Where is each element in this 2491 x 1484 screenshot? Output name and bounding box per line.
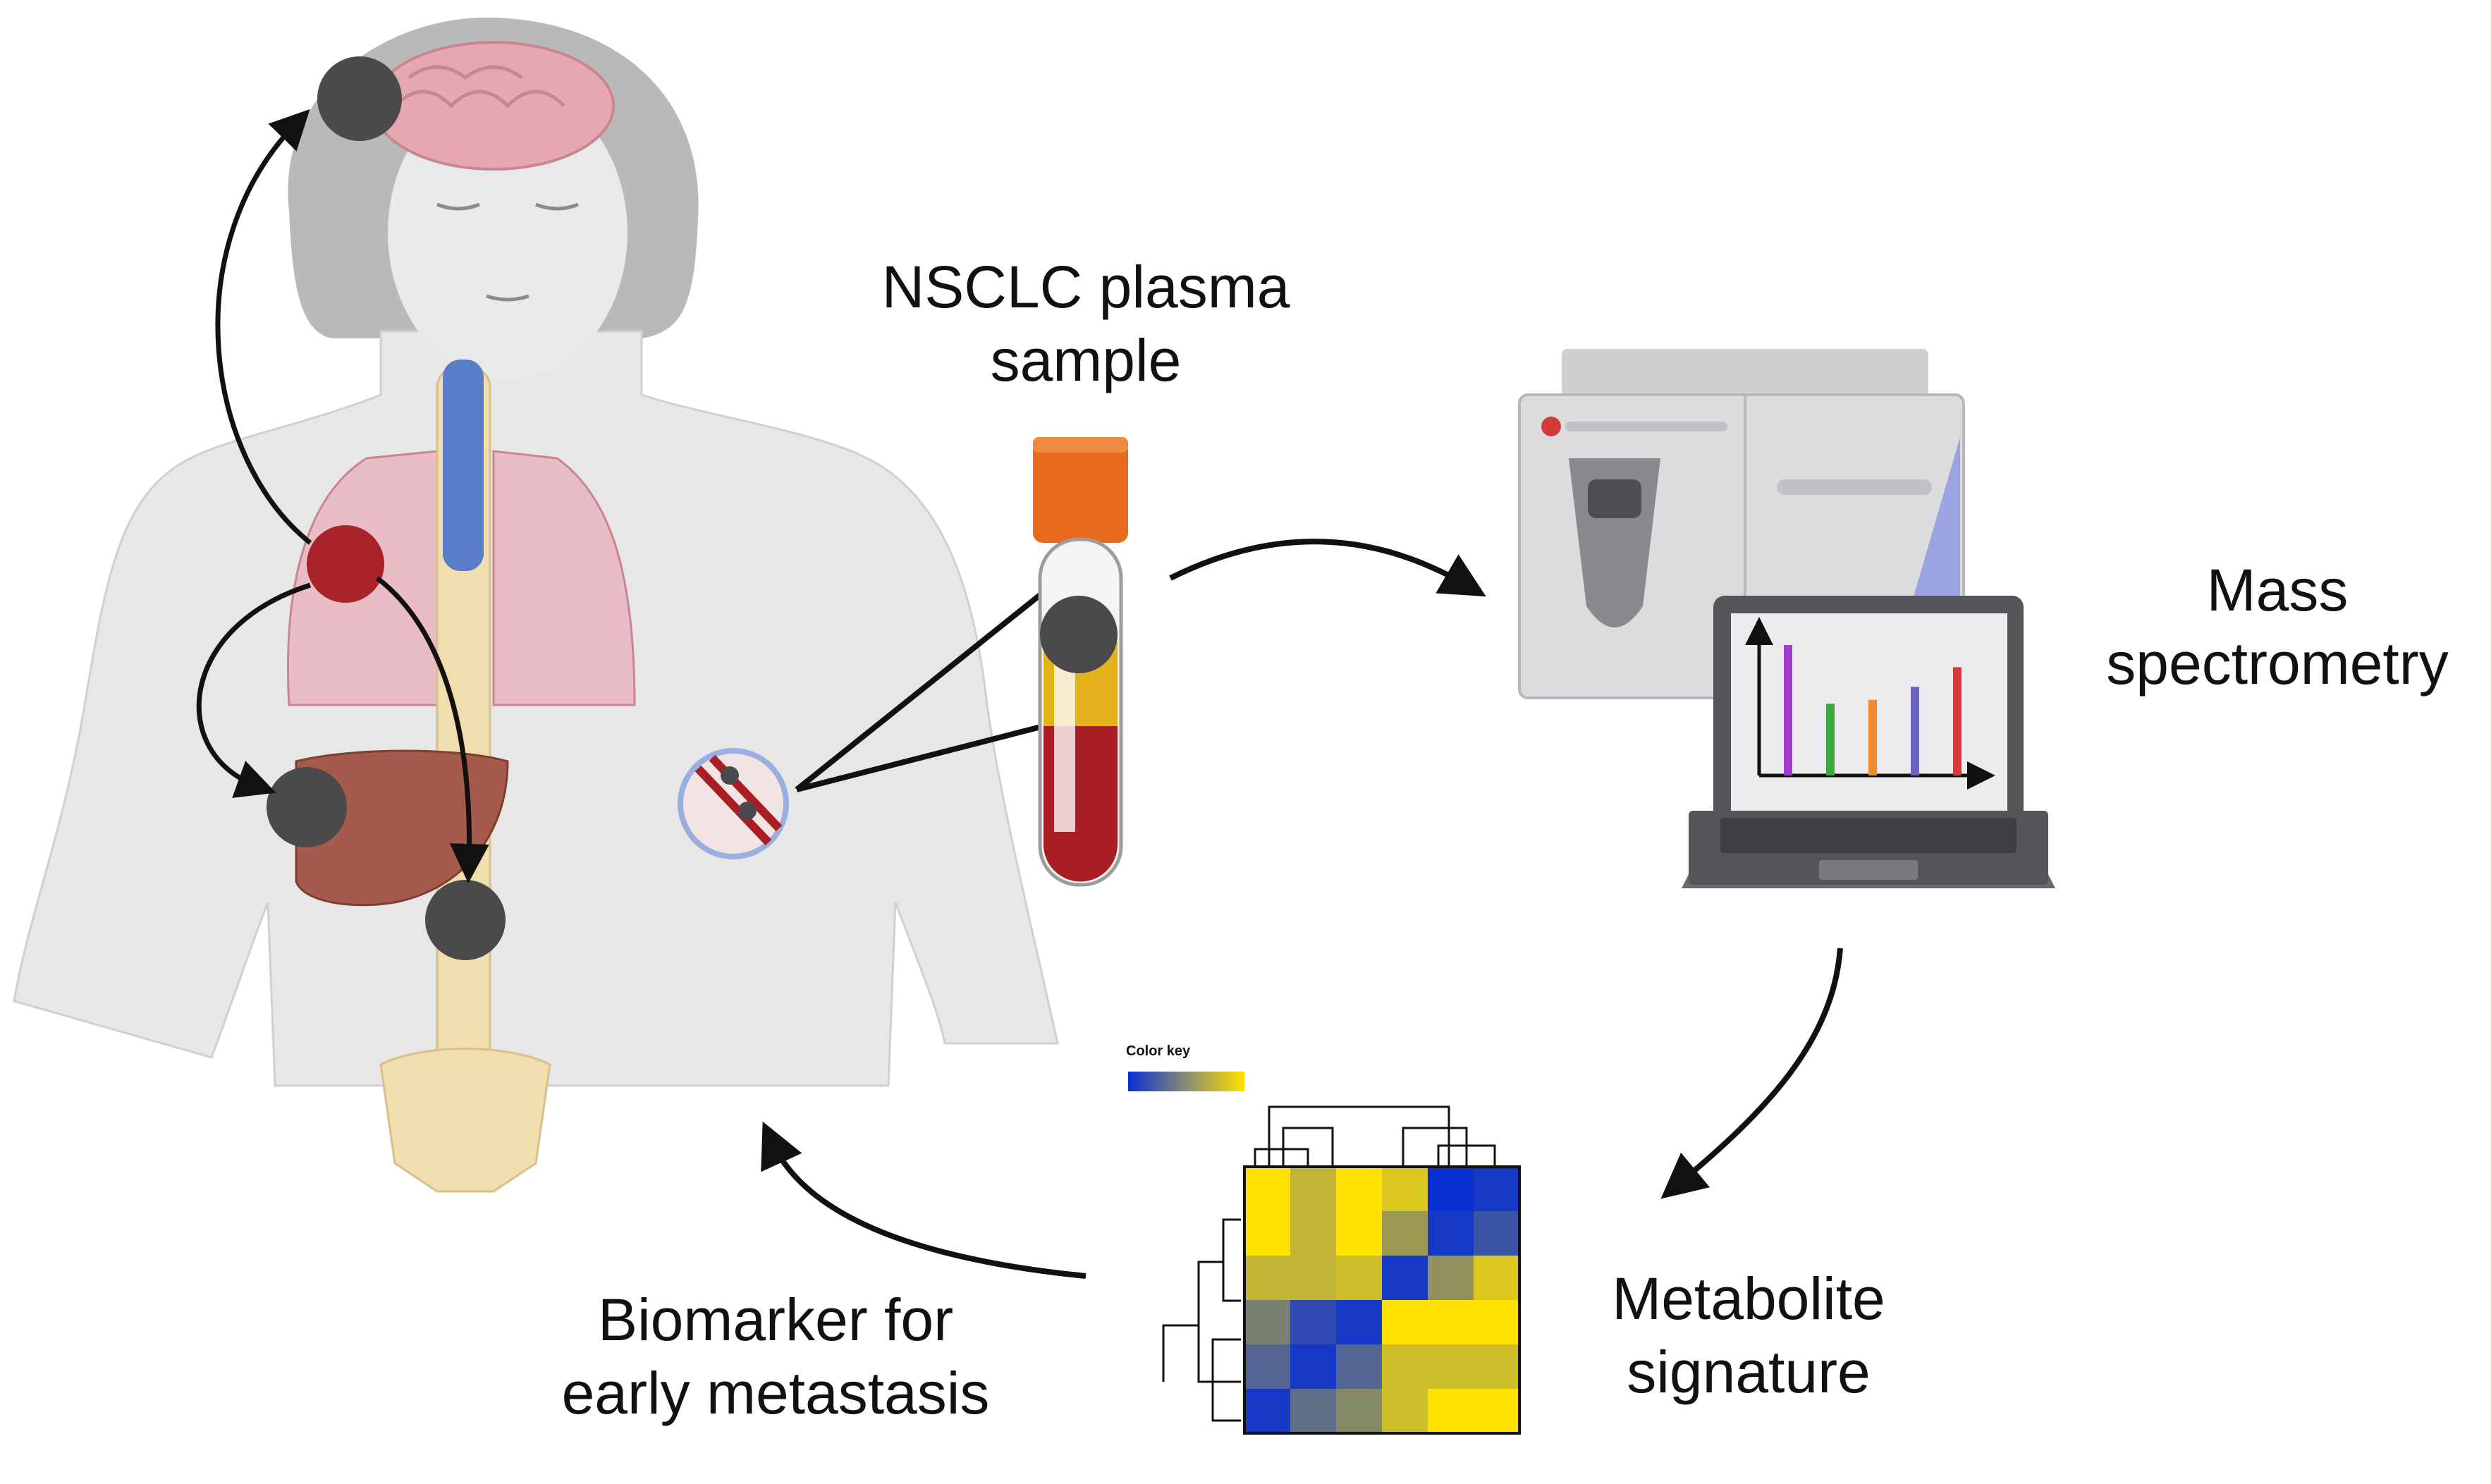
heatmap-cell: [1474, 1211, 1519, 1256]
heatmap-cell: [1428, 1256, 1474, 1300]
spectrum-bar: [1911, 687, 1919, 775]
heatmap-cell: [1428, 1211, 1474, 1256]
spectrum-bar: [1868, 699, 1877, 775]
heatmap-cell: [1290, 1344, 1336, 1389]
heatmap-cell: [1244, 1211, 1290, 1256]
torso-silhouette: [13, 330, 1059, 1087]
heatmap-cell: [1336, 1167, 1382, 1211]
spectrum-plot: [1745, 617, 1995, 790]
bone-metastasis: [425, 880, 506, 960]
label-mass-line1: Mass: [2206, 557, 2349, 623]
brain-metastasis: [317, 56, 402, 141]
heatmap-cell: [1474, 1256, 1519, 1300]
heatmap-cell: [1244, 1344, 1290, 1389]
heatmap-cell: [1382, 1389, 1428, 1433]
pelvis: [379, 1048, 551, 1193]
arrow-tube-to-mass-spec: [1169, 539, 1486, 597]
mass-spectrometer: [1518, 349, 1965, 699]
primary-lung-tumor: [307, 525, 384, 603]
heatmap-cell: [1474, 1344, 1519, 1389]
color-key-label: Color key: [1126, 1043, 1191, 1059]
laptop: [1682, 596, 2055, 888]
label-mass-spectrometry: Mass spectrometry: [2066, 553, 2489, 700]
heatmap-border: [1243, 1165, 1521, 1435]
heatmap-cell: [1290, 1256, 1336, 1300]
heatmap-cell: [1428, 1344, 1474, 1389]
heatmap-cell: [1336, 1256, 1382, 1300]
label-plasma-line2: sample: [990, 327, 1182, 393]
heatmap-cell: [1428, 1300, 1474, 1344]
laptop-trackpad: [1819, 860, 1918, 880]
heatmap-cell: [1382, 1256, 1428, 1300]
heatmap-cell: [1336, 1389, 1382, 1433]
liver-metastasis: [267, 767, 347, 847]
human-body-illustration: [13, 17, 1059, 1193]
heatmap-cell: [1244, 1256, 1290, 1300]
heatmap-cell: [1428, 1167, 1474, 1211]
heatmap-cell: [1382, 1211, 1428, 1256]
heatmap-cell: [1244, 1167, 1290, 1211]
heatmap-cell: [1474, 1167, 1519, 1211]
brain: [372, 41, 615, 171]
heatmap-grid: [1243, 1165, 1521, 1435]
spectrum-bar: [1953, 667, 1961, 775]
heatmap-cell: [1474, 1300, 1519, 1344]
heatmap-cell: [1336, 1300, 1382, 1344]
label-metabolite-line1: Metabolite: [1612, 1265, 1885, 1332]
heatmap-cell: [1290, 1389, 1336, 1433]
label-metabolite-signature: Metabolite signature: [1551, 1262, 1946, 1409]
laptop-keyboard: [1720, 818, 2016, 853]
label-plasma-sample: NSCLC plasma sample: [832, 250, 1340, 397]
heatmap-cell: [1428, 1389, 1474, 1433]
heatmap-cell: [1474, 1389, 1519, 1433]
heatmap-cell: [1336, 1344, 1382, 1389]
top-dendrogram: [1254, 1105, 1496, 1165]
spectrum-bar: [1784, 645, 1792, 775]
heatmap: [1128, 1072, 1521, 1435]
heatmap-cell: [1244, 1389, 1290, 1433]
arrow-signature-to-biomarker: [761, 1121, 1087, 1279]
color-key: [1128, 1072, 1244, 1091]
power-indicator-icon: [1541, 417, 1561, 436]
tumors: [267, 56, 506, 960]
spectrum-bar: [1826, 704, 1835, 775]
label-metabolite-line2: signature: [1627, 1339, 1871, 1405]
label-mass-line2: spectrometry: [2106, 630, 2449, 697]
label-biomarker: Biomarker for early metastasis: [508, 1283, 1043, 1430]
process-arrows: [761, 539, 1843, 1279]
left-dendrogram: [1162, 1218, 1241, 1422]
label-biomarker-line1: Biomarker for: [597, 1287, 954, 1353]
heatmap-cell: [1382, 1344, 1428, 1389]
heatmap-cell: [1382, 1167, 1428, 1211]
tube-cap: [1033, 441, 1128, 543]
heatmap-cell: [1244, 1300, 1290, 1344]
heatmap-cell: [1382, 1300, 1428, 1344]
label-biomarker-line2: early metastasis: [561, 1360, 990, 1426]
label-plasma-line1: NSCLC plasma: [881, 254, 1290, 320]
heatmap-cell: [1336, 1211, 1382, 1256]
arrow-to-liver: [196, 582, 312, 798]
metastasis-arrows: [196, 109, 489, 883]
heatmap-cell: [1290, 1300, 1336, 1344]
right-lung: [492, 450, 636, 706]
tube-tumor-cells: [1040, 596, 1118, 673]
trachea: [443, 360, 484, 571]
arrow-mass-spec-to-signature: [1660, 948, 1843, 1199]
heatmap-cell: [1290, 1211, 1336, 1256]
plasma-tube: [1033, 437, 1128, 887]
arrow-to-brain: [215, 109, 312, 545]
arrow-to-bone: [375, 576, 489, 883]
heatmap-cell: [1290, 1167, 1336, 1211]
zoom-lines: [795, 589, 1046, 792]
